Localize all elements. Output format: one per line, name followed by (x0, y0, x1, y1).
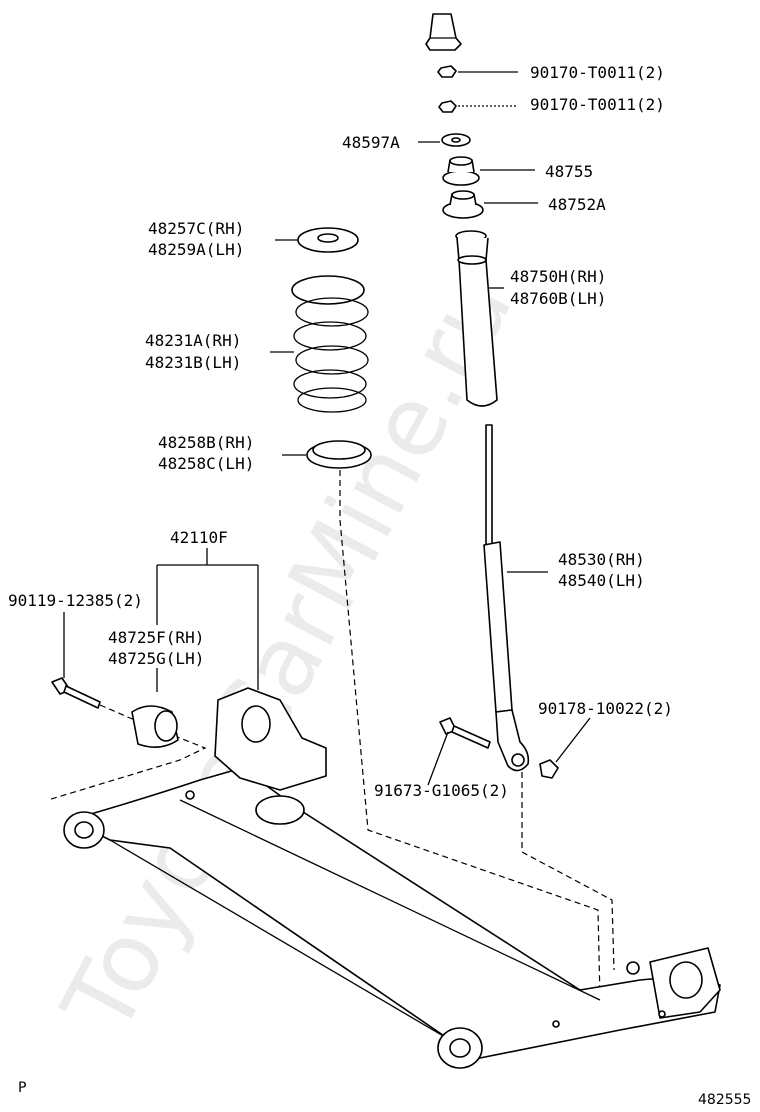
bolt-91673 (427, 717, 491, 786)
corner-marker: P (18, 1080, 26, 1096)
spring-insulator-lower (282, 440, 372, 469)
label-48750h: 48750H(RH) (510, 267, 606, 286)
label-48760b: 48760B(LH) (510, 289, 606, 308)
washer-48597a (418, 133, 471, 147)
assembly-guides (339, 470, 615, 1001)
coil-spring (270, 275, 369, 413)
label-91673: 91673-G1065(2) (374, 781, 509, 800)
label-48258c: 48258C(LH) (158, 454, 254, 473)
label-90178: 90178-10022(2) (538, 699, 673, 718)
shock-absorber (483, 424, 548, 772)
label-48725f: 48725F(RH) (108, 628, 204, 647)
label-48755: 48755 (545, 162, 593, 181)
label-42110f: 42110F (170, 528, 228, 547)
label-48530: 48530(RH) (558, 550, 645, 569)
spring-insulator-upper (275, 227, 359, 253)
rear-axle-beam (63, 687, 721, 1069)
nut-90170-a (437, 65, 518, 78)
label-48725g: 48725G(LH) (108, 649, 204, 668)
bolt-90119 (47, 612, 207, 801)
mount-48752a (442, 190, 538, 219)
label-48540: 48540(LH) (558, 571, 645, 590)
nut-90178 (539, 717, 591, 779)
label-48231b: 48231B(LH) (145, 353, 241, 372)
shock-boot (455, 230, 504, 407)
beam-callout (156, 548, 259, 692)
bushing-48725 (131, 705, 179, 748)
nut-90170-b (438, 100, 518, 113)
label-48231a: 48231A(RH) (145, 331, 241, 350)
label-48258b: 48258B(RH) (158, 433, 254, 452)
label-48597a: 48597A (342, 133, 400, 152)
label-90170-t0011-b: 90170-T0011(2) (530, 95, 665, 114)
label-48752a: 48752A (548, 195, 606, 214)
illustration-number: 482555 (698, 1092, 751, 1108)
label-90170-t0011-a: 90170-T0011(2) (530, 63, 665, 82)
label-48257c: 48257C(RH) (148, 219, 244, 238)
bump-stopper (425, 13, 462, 51)
label-48259a: 48259A(LH) (148, 240, 244, 259)
label-90119: 90119-12385(2) (8, 591, 143, 610)
mount-48755 (442, 156, 535, 186)
